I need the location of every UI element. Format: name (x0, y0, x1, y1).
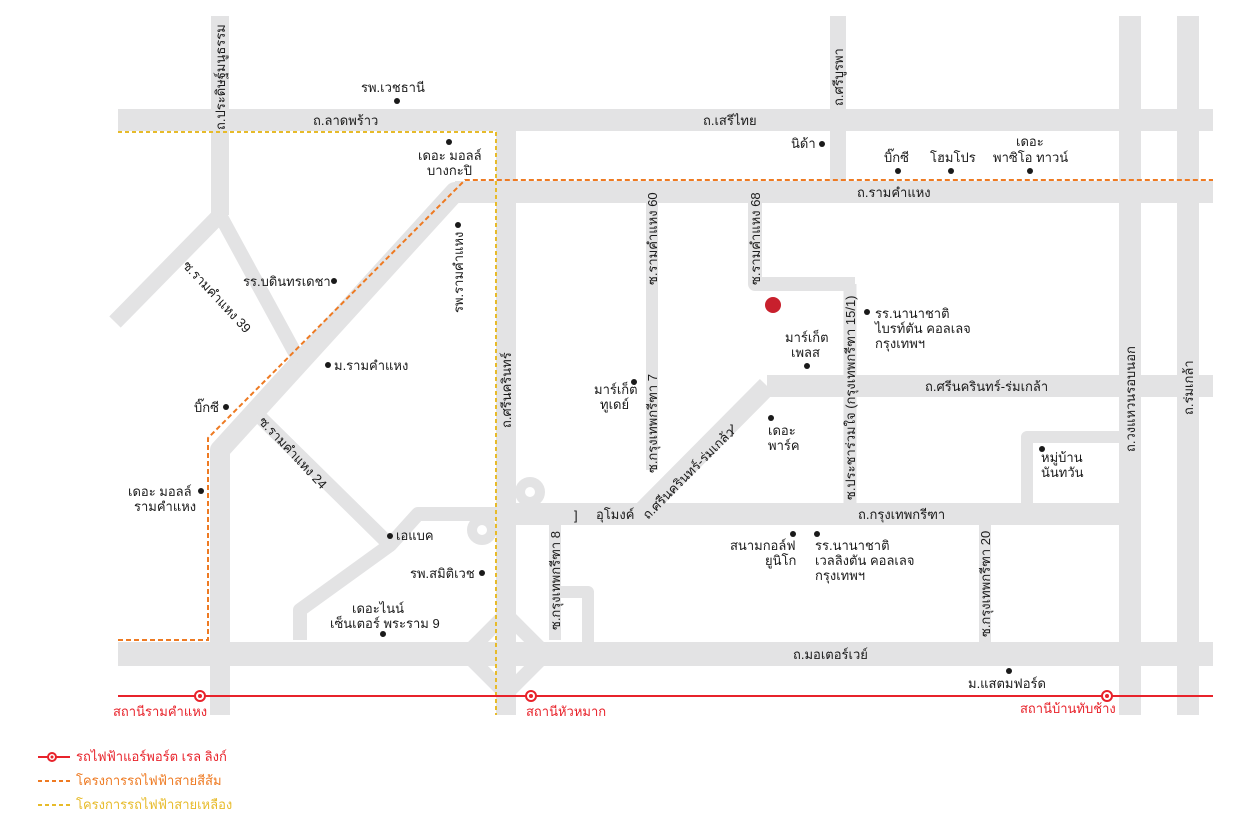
poi-label-paseo-1: เดอะ (1016, 134, 1044, 149)
road-label-ring-road: ถ.วงแหวนรอบนอก (1123, 346, 1138, 452)
road-label-sriburapha: ถ.ศรีบูรพา (831, 48, 847, 106)
poi-label-paseo-2: พาซิโอ ทาวน์ (993, 150, 1068, 165)
poi-label-brighton-2: ไบรท์ตัน คอลเลจ (874, 321, 971, 336)
road-label-underpass: อุโมงค์ (596, 507, 634, 523)
poi-label-nantawan-2: นันทวัน (1041, 465, 1084, 480)
road-soi-ram39 (109, 209, 226, 328)
poi-label-mall-bangkapi-2: บางกะปิ (427, 163, 472, 178)
poi-label-market-place-2: เพลส (791, 345, 820, 360)
poi-label-golf-2: ยูนิโก (765, 553, 796, 569)
poi-label-wellington-1: รร.นานาชาติ (815, 538, 890, 553)
road-nantawan-loop (1021, 431, 1130, 514)
road-label-krungthep-kreetha: ถ.กรุงเทพกรีฑา (858, 507, 945, 523)
road-label-srinakarin: ถ.ศรีนครินทร์ (499, 352, 514, 428)
roundabout-upper (515, 477, 545, 507)
road-label-ramkhamhaeng: ถ.รามคำแหง (857, 185, 931, 200)
road-soi-kt8 (549, 514, 594, 654)
poi-label-nine-2: เซ็นเตอร์ พระราม 9 (330, 614, 440, 631)
orange-line-swatch-icon (38, 775, 70, 787)
yellow-line-swatch-icon (38, 799, 70, 811)
station-label-ramkhamhaeng: สถานีรามคำแหง (113, 704, 207, 719)
road-abac-branch (293, 539, 395, 640)
road-label-soi-ram68: ซ.รามคำแหง 68 (748, 192, 763, 285)
road-network (109, 16, 1213, 715)
yellow-line-route (118, 131, 497, 715)
poi-label-mall-bangkapi-1: เดอะ มอลล์ (418, 148, 482, 163)
orange-line-route (118, 179, 1213, 641)
poi-label-the-park-2: พาร์ค (768, 438, 800, 453)
road-ramkhamhaeng-west (210, 182, 506, 715)
road-label-motorway: ถ.มอเตอร์เวย์ (793, 647, 868, 662)
poi-label-ram-univ: ม.รามคำแหง (334, 358, 408, 373)
poi-label-abac: เอแบค (396, 528, 434, 543)
legend-airport-link: รถไฟฟ้าแอร์พอร์ต เรล ลิงก์ (38, 746, 227, 767)
road-label-soi-kt20: ซ.กรุงเทพกรีฑา 20 (978, 531, 994, 637)
poi-label-the-park-1: เดอะ (768, 423, 796, 438)
poi-label-samitivej: รพ.สมิติเวช (410, 566, 475, 581)
poi-label-golf-1: สนามกอล์ฟ (730, 538, 796, 553)
poi-label-nida: นิด้า (791, 136, 816, 151)
poi-label-mall-ram-1: เดอะ มอลล์ (128, 484, 192, 499)
poi-label-bigc-1: บิ๊กซี (884, 148, 909, 165)
road-label-srinakarin-romklao: ถ.ศรีนครินทร์-ร่มเกล้า (925, 379, 1048, 394)
road-soi-ram39-south (213, 211, 307, 366)
poi-label-bigc-2: บิ๊กซี (194, 398, 219, 415)
road-label-soi-ram60: ซ.รามคำแหง 60 (645, 192, 660, 285)
road-srinakarin-romklao-diagonal (632, 378, 775, 522)
station-label-ban-thap-chang: สถานีบ้านทับช้าง (1020, 701, 1116, 716)
poi-label-market-today-1: มาร์เก็ต (594, 380, 638, 397)
underpass-bracket-left: ] (574, 508, 578, 523)
poi-label-brighton-1: รร.นานาชาติ (875, 306, 950, 321)
legend-label-orange-line: โครงการรถไฟฟ้าสายสีส้ม (76, 773, 222, 788)
poi-label-wellington-2: เวลลิงตัน คอลเลจ (815, 553, 914, 568)
poi-label-market-place-1: มาร์เก็ต (785, 328, 829, 345)
poi-label-brighton-3: กรุงเทพฯ (875, 336, 925, 352)
poi-label-vejthani: รพ.เวชธานี (361, 80, 425, 95)
road-soi-ram68 (748, 192, 855, 291)
legend-label-airport-link: รถไฟฟ้าแอร์พอร์ต เรล ลิงก์ (76, 749, 227, 764)
poi-label-homepro: โฮมโปร (930, 150, 976, 165)
roundabout-lower (467, 515, 497, 545)
legend-label-yellow-line: โครงการรถไฟฟ้าสายเหลือง (76, 797, 233, 812)
legend-yellow-line: โครงการรถไฟฟ้าสายเหลือง (38, 794, 232, 815)
road-label-romklao: ถ.ร่มเกล้า (1181, 360, 1196, 415)
station-label-hua-mak: สถานีหัวหมาก (526, 704, 606, 719)
road-label-soi-ram24: ซ.รามคำแหง 24 (256, 414, 330, 492)
road-label-ram-hospital: รพ.รามคำแหง (451, 232, 466, 313)
poi-label-nine-1: เดอะไนน์ (352, 601, 404, 616)
road-motorway-interchange (459, 607, 553, 701)
poi-dots (198, 98, 1045, 674)
airport-link-swatch-icon (38, 751, 70, 763)
road-label-soi-kt7: ซ.กรุงเทพกรีฑา 7 (645, 374, 661, 473)
poi-label-wellington-3: กรุงเทพฯ (815, 568, 865, 584)
poi-label-stamford: ม.แสตมฟอร์ด (968, 676, 1046, 691)
poi-label-nantawan-1: หมู่บ้าน (1041, 450, 1083, 466)
road-label-soi-pracha: ซ.ประชาร่วมใจ (กรุงเทพกรีฑา 15/1) (843, 295, 859, 500)
poi-label-bodindecha: รร.บดินทรเดชา (243, 274, 331, 289)
underpass-bracket-right: ] (730, 422, 734, 437)
legend-orange-line: โครงการรถไฟฟ้าสายสีส้ม (38, 770, 222, 791)
road-label-seri-thai: ถ.เสรีไทย (703, 113, 757, 128)
road-label-lat-phrao: ถ.ลาดพร้าว (313, 113, 378, 128)
poi-label-market-today-2: ทูเดย์ (600, 397, 629, 413)
project-location-marker[interactable] (765, 297, 781, 313)
poi-label-mall-ram-2: รามคำแหง (134, 499, 196, 514)
road-label-soi-kt8: ซ.กรุงเทพกรีฑา 8 (548, 531, 564, 630)
road-label-pradit-manutham: ถ.ประดิษฐ์มนูธรรม (213, 24, 229, 130)
road-soi-ram24 (253, 410, 506, 552)
